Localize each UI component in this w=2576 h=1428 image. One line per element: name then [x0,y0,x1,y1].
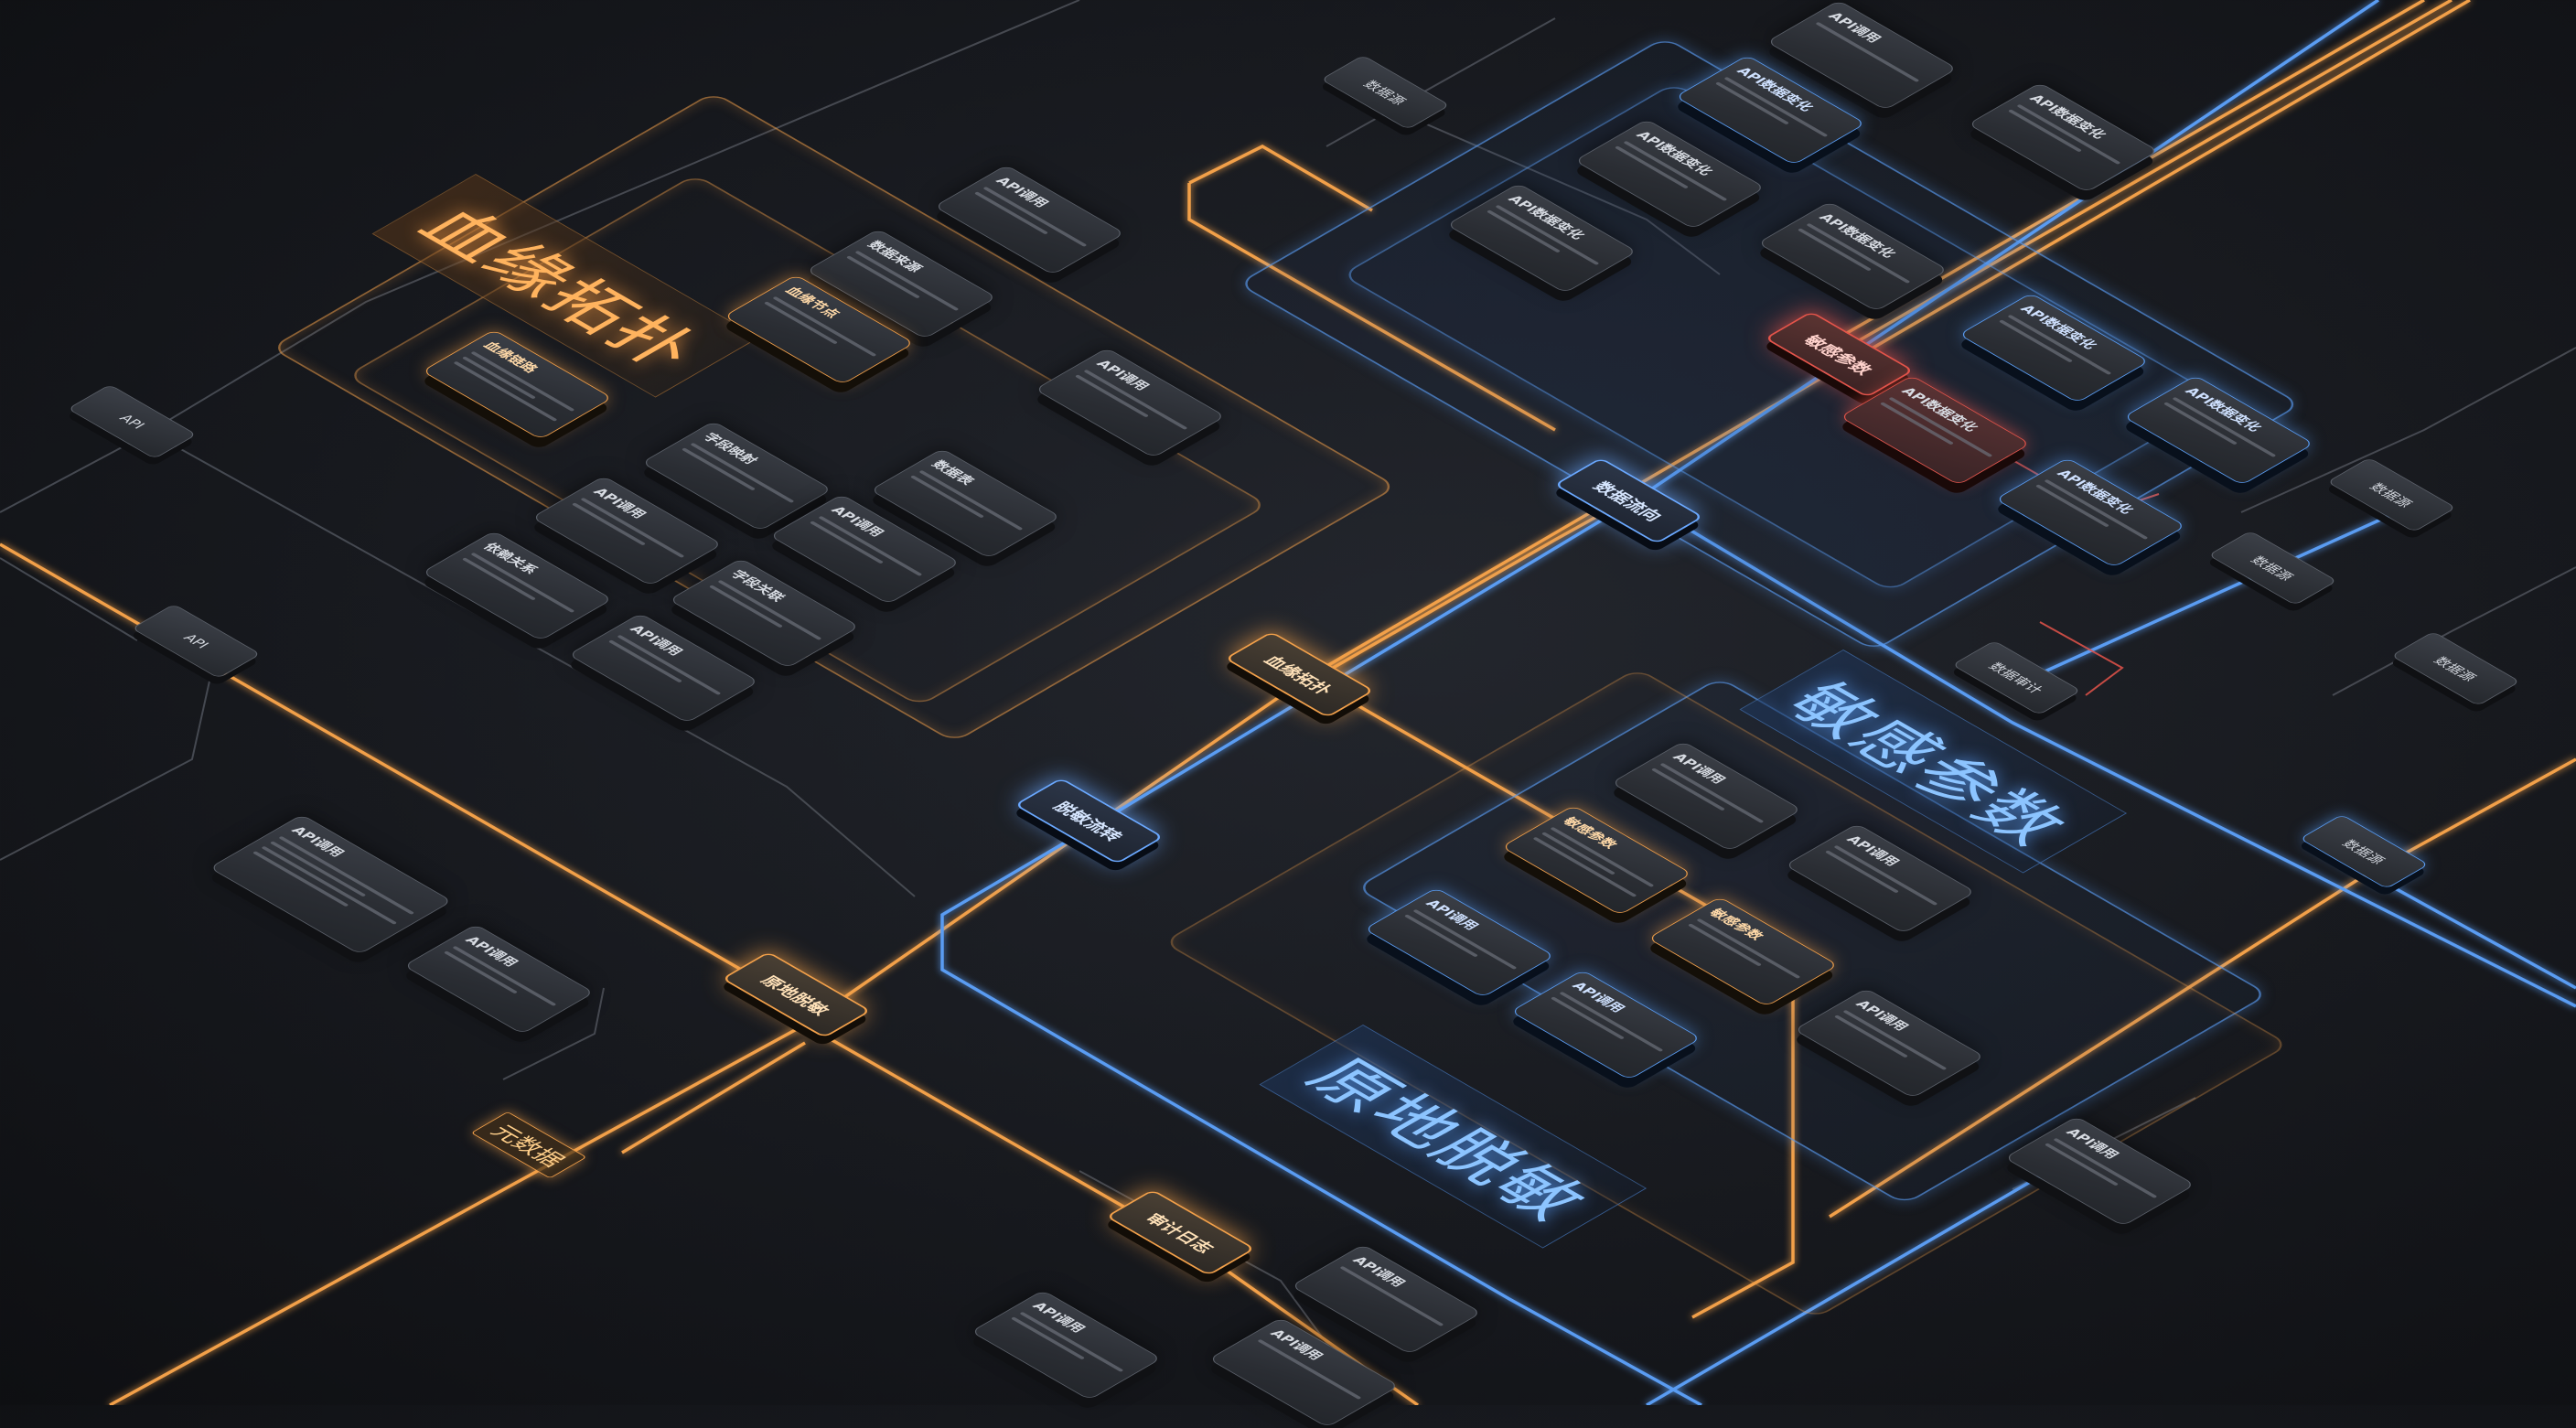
connection-lines [0,0,2576,1405]
orange-wires [0,0,2576,1405]
diagram-canvas: 血缘拓扑 敏感参数 原地脱敏 血缘拓扑 原地脱敏 脱敏流转 数据流向 敏感参数 … [0,0,2576,1428]
gray-wires [0,0,2576,1405]
